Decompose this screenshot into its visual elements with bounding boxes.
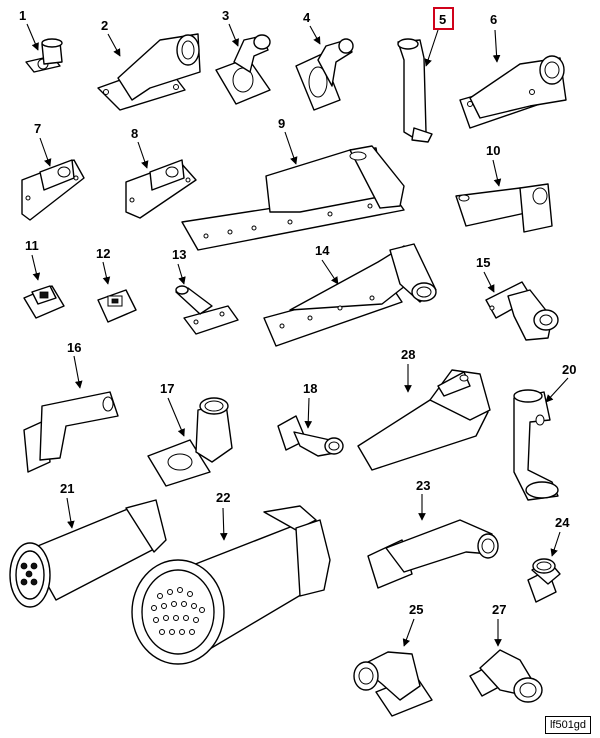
part-23-drawing	[367, 519, 499, 589]
callout-27: 27	[492, 602, 506, 617]
part-6[interactable]: 6	[459, 12, 567, 129]
part-18-drawing	[277, 415, 344, 457]
part-7[interactable]: 7	[21, 121, 85, 221]
part-5[interactable]: 5	[397, 7, 454, 143]
part-28-drawing	[357, 369, 491, 471]
callout-23: 23	[416, 478, 430, 493]
part-16[interactable]: 16	[23, 340, 119, 473]
part-20-drawing	[513, 389, 559, 501]
part-10[interactable]: 10	[455, 143, 553, 233]
part-18[interactable]: 18	[277, 381, 344, 457]
callout-21: 21	[60, 481, 74, 496]
part-8[interactable]: 8	[125, 126, 197, 219]
callout-12: 12	[96, 246, 110, 261]
part-14-drawing	[263, 243, 437, 347]
part-13[interactable]: 13	[172, 247, 239, 335]
part-3-drawing	[215, 34, 271, 105]
part-14[interactable]: 14	[263, 243, 437, 347]
part-17[interactable]: 17	[147, 381, 233, 487]
callout-28: 28	[401, 347, 415, 362]
part-27[interactable]: 27	[469, 602, 543, 703]
part-17-drawing	[147, 397, 233, 487]
callout-16: 16	[67, 340, 81, 355]
part-28[interactable]: 28	[357, 347, 491, 471]
part-15[interactable]: 15	[476, 255, 559, 341]
part-21-drawing	[9, 499, 167, 608]
part-27-drawing	[469, 649, 543, 703]
callout-17: 17	[160, 381, 174, 396]
callout-9: 9	[278, 116, 285, 131]
part-12[interactable]: 12	[96, 246, 137, 323]
callout-22: 22	[216, 490, 230, 505]
part-3[interactable]: 3	[215, 8, 271, 105]
part-24[interactable]: 24	[527, 515, 570, 603]
callout-25: 25	[409, 602, 423, 617]
callout-7: 7	[34, 121, 41, 136]
part-22-drawing	[131, 505, 331, 665]
part-4-drawing	[295, 38, 354, 111]
part-12-drawing	[97, 289, 137, 323]
callout-15: 15	[476, 255, 490, 270]
part-11-drawing	[23, 285, 65, 319]
part-2-drawing	[97, 33, 201, 111]
highlight-box	[433, 7, 454, 30]
part-9-drawing	[181, 145, 405, 251]
part-13-drawing	[175, 285, 239, 335]
callout-3: 3	[222, 8, 229, 23]
part-11[interactable]: 11	[23, 238, 65, 319]
part-24-drawing	[527, 558, 561, 603]
part-10-drawing	[455, 183, 553, 233]
callout-18: 18	[303, 381, 317, 396]
part-4[interactable]: 4	[295, 10, 354, 111]
part-23[interactable]: 23	[367, 478, 499, 589]
callout-4: 4	[303, 10, 311, 25]
part-15-drawing	[485, 281, 559, 341]
part-8-drawing	[125, 159, 197, 219]
callout-14: 14	[315, 243, 330, 258]
callout-11: 11	[25, 238, 39, 253]
part-25[interactable]: 25	[353, 602, 433, 717]
part-2[interactable]: 2	[97, 18, 201, 111]
part-9[interactable]: 9	[181, 116, 405, 251]
part-1-drawing	[25, 38, 63, 73]
callout-1: 1	[19, 8, 26, 23]
callout-5: 5	[439, 12, 446, 27]
part-25-drawing	[353, 651, 433, 717]
part-1[interactable]: 1	[19, 8, 63, 73]
callout-20: 20	[562, 362, 576, 377]
callout-24: 24	[555, 515, 570, 530]
part-16-drawing	[23, 391, 119, 473]
part-21[interactable]: 21	[9, 481, 167, 608]
part-7-drawing	[21, 159, 85, 221]
callout-6: 6	[490, 12, 497, 27]
callout-10: 10	[486, 143, 500, 158]
part-5-drawing	[397, 38, 433, 143]
tube-sheet-holes	[151, 587, 205, 635]
part-20[interactable]: 20	[513, 362, 576, 501]
callout-8: 8	[131, 126, 138, 141]
figure-code: lf501gd	[545, 716, 591, 734]
part-22[interactable]: 22	[131, 490, 331, 665]
part-6-drawing	[459, 55, 567, 129]
callout-2: 2	[101, 18, 108, 33]
callout-13: 13	[172, 247, 186, 262]
